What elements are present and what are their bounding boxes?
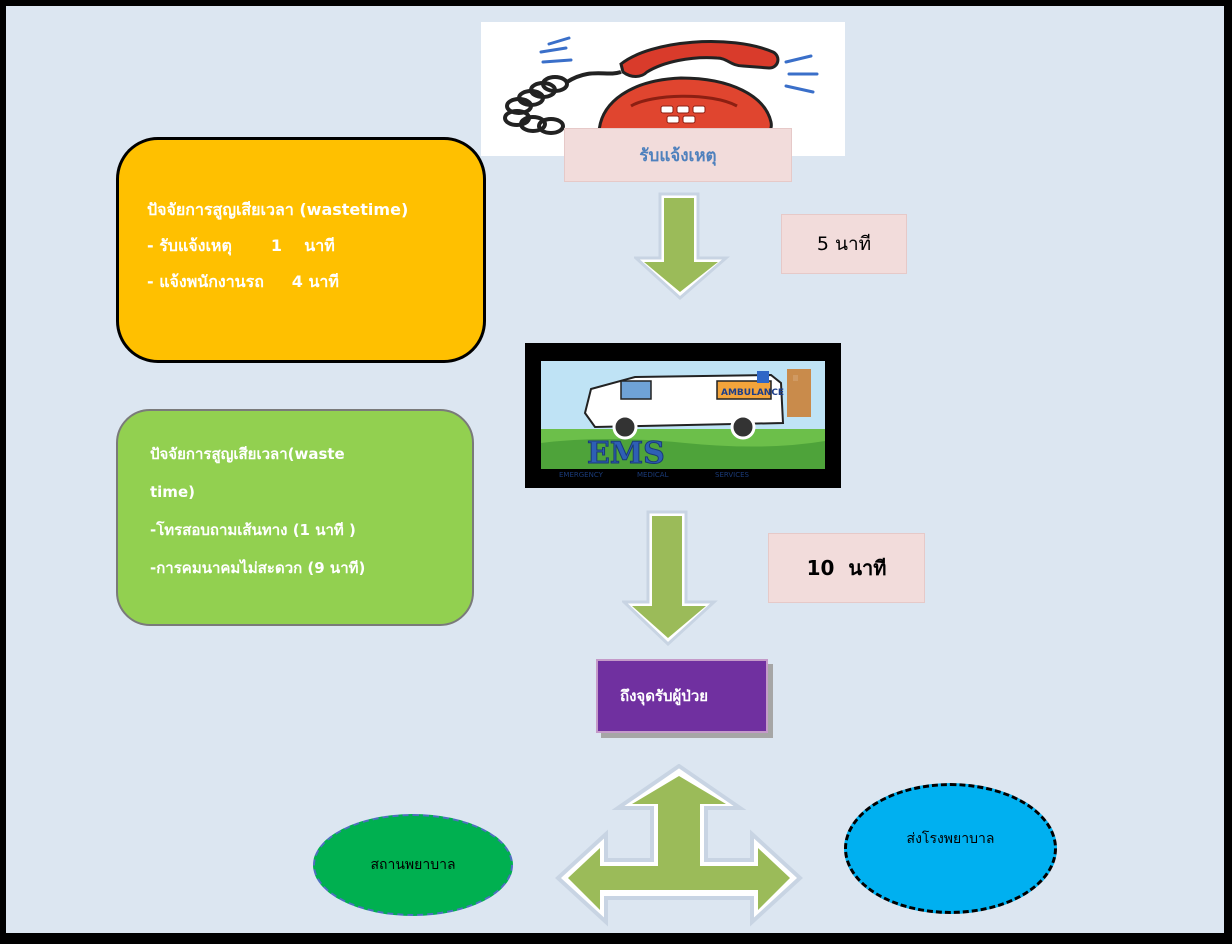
waste-time-title: ปัจจัยการสูญเสียเวลา(waste bbox=[150, 445, 345, 463]
waste-time-item: -โทรสอบถามเส้นทาง (1 นาที ) bbox=[150, 521, 356, 539]
waste-time-box-dispatch: ปัจจัยการสูญเสียเวลา (wastetime) - รับแจ… bbox=[116, 137, 486, 363]
duration-label-10-min: 10 นาที bbox=[768, 533, 925, 603]
duration-label-5-min: 5 นาที bbox=[781, 214, 907, 274]
ems-lettering-services: SERVICES bbox=[715, 471, 750, 479]
waste-time-item: - แจ้งพนักงานรถ 4 นาที bbox=[147, 272, 339, 291]
red-telephone-icon bbox=[503, 36, 819, 142]
waste-time-item: -การคมนาคมไม่สะดวก (9 นาที) bbox=[150, 559, 366, 577]
waste-time-item: - รับแจ้งเหตุ 1 นาที bbox=[147, 236, 335, 255]
ambulance-lettering: AMBULANCE bbox=[721, 388, 784, 398]
hospital-transfer-ellipse: ส่งโรงพยาบาล bbox=[844, 783, 1057, 914]
ems-ambulance-icon: AMBULANCE EMS EMERGENCY MEDICAL SERVICES bbox=[541, 361, 825, 479]
waste-time-box-route: ปัจจัยการสูญเสียเวลา(waste time) -โทรสอบ… bbox=[116, 409, 474, 626]
clinic-outcome-ellipse: สถานพยาบาล bbox=[313, 814, 513, 916]
diagram-canvas: รับแจ้งเหตุ ปัจจัยการสูญเสียเวลา (wastet… bbox=[6, 6, 1224, 933]
waste-time-title: ปัจจัยการสูญเสียเวลา (wastetime) bbox=[147, 200, 409, 219]
ems-lettering: EMS bbox=[587, 436, 665, 471]
waste-time-title-continued: time) bbox=[150, 483, 195, 501]
ems-lettering-medical: MEDICAL bbox=[637, 471, 669, 479]
pickup-point-box: ถึงจุดรับผู้ป่วย bbox=[596, 659, 768, 733]
ambulance-picture: AMBULANCE EMS EMERGENCY MEDICAL SERVICES bbox=[525, 343, 841, 488]
down-arrow-icon bbox=[622, 510, 718, 646]
receive-report-label: รับแจ้งเหตุ bbox=[564, 128, 792, 182]
three-way-arrow-icon bbox=[555, 764, 803, 927]
down-arrow-icon bbox=[634, 192, 730, 300]
ems-lettering-emergency: EMERGENCY bbox=[559, 471, 604, 479]
